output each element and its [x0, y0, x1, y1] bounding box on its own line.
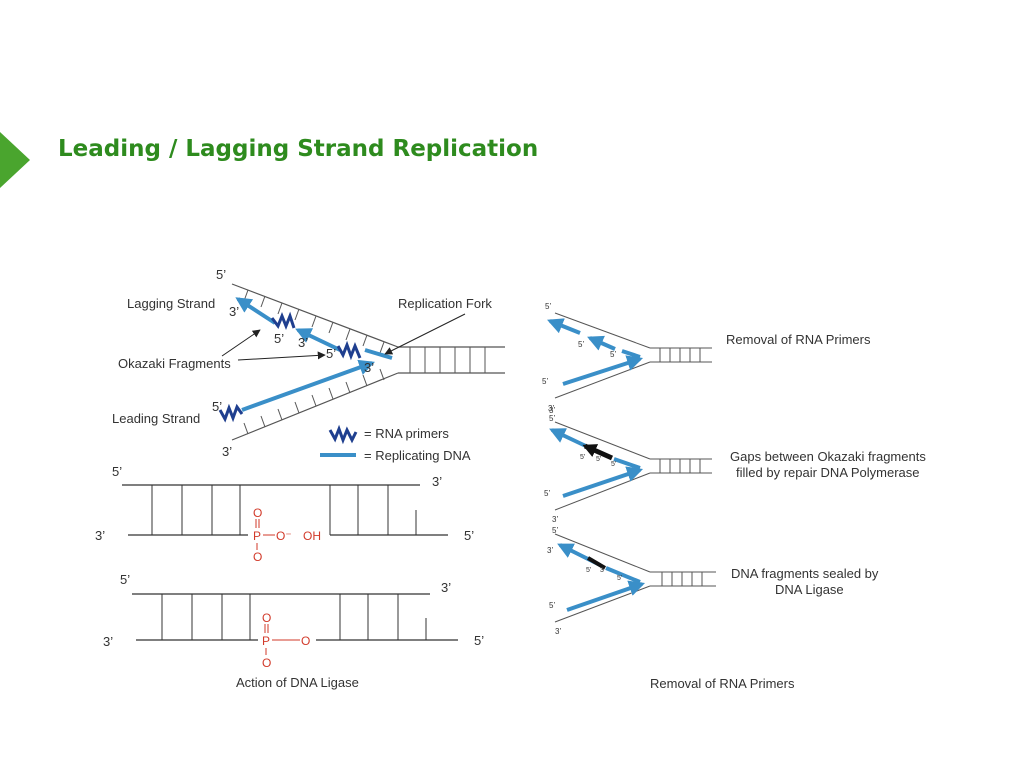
okazaki-pointer-2 [237, 351, 326, 361]
upper-strand-ticks [243, 289, 385, 354]
okazaki-pointer-1 [221, 329, 261, 357]
legend-rna-primer-symbol [328, 424, 358, 445]
step3-3-b: 3 [600, 567, 604, 574]
step2-3: 3’ [549, 406, 555, 415]
step1-5-a: 5’ [545, 302, 551, 311]
chem-oh: OH [303, 529, 321, 543]
ligase-lower-rungs [161, 594, 427, 640]
fork-label-5-b: 5’ [326, 346, 336, 361]
ligase-bottom-5-label: 5’ [474, 633, 484, 648]
lower-parent-strand [231, 372, 399, 441]
replication-fork-pointer [384, 313, 466, 355]
step2-leading [562, 466, 644, 498]
step1-fragment-2 [587, 335, 616, 351]
step3-leading [566, 580, 646, 612]
slide-accent-triangle [0, 132, 30, 188]
okazaki-fragment-3 [364, 348, 393, 360]
step3-3-c: 3’ [555, 627, 561, 636]
fork-label-5-lead: 5’ [212, 399, 222, 414]
ligase-upper-rungs [151, 485, 417, 535]
step1-5-d: 5’ [542, 377, 548, 386]
step2-5-e: 5’ [544, 489, 550, 498]
fork-label-3-c: 3’ [364, 360, 374, 375]
fork-label-3-b: 3’ [298, 335, 308, 350]
step3-5-a: 5’ [552, 526, 558, 535]
step2-label-line1: Gaps between Okazaki fragments [730, 449, 926, 464]
duplex-base-pairs [409, 347, 486, 373]
step3-label-line1: DNA fragments sealed by [731, 566, 879, 581]
step3-ligated-segment [586, 556, 607, 570]
step1-fragment-3 [621, 349, 641, 359]
step3-5-d: 5’ [549, 601, 555, 610]
okazaki-fragments-label: Okazaki Fragments [118, 356, 231, 371]
chem-p-before: P [253, 529, 261, 543]
step1-5-c: 5’ [610, 350, 616, 359]
ligase-diagram: 5’ 3’ 3’ 5’ O P O⁻ OH O 5’ 3’ 3’ 5’ [95, 464, 484, 690]
legend-rna-primers-label: = RNA primers [364, 426, 449, 441]
step1-label: Removal of RNA Primers [726, 332, 871, 347]
chem-o-minus: O⁻ [276, 529, 292, 543]
chem-o-bridge: O [301, 634, 310, 648]
ligase-lower-3-label: 3’ [441, 580, 451, 595]
step2-repair-fill [582, 443, 614, 461]
upper-parent-strand [231, 283, 399, 348]
phosphodiester-bond: O P O O [262, 611, 310, 670]
step2-5-c: 5’ [596, 456, 602, 463]
step2-fragment-3 [613, 457, 641, 470]
page-title: Leading / Lagging Strand Replication [58, 136, 538, 162]
step3-5-c: 5’ [617, 575, 623, 582]
steps-diagram: 5’ 5’ 5’ 5’ 3’ Removal of RNA Primers 3’… [542, 302, 926, 691]
chem-o-top-after: O [262, 611, 271, 625]
okazaki-fragment-1 [235, 297, 277, 325]
chem-p-after: P [262, 634, 270, 648]
ligase-upper-5-label: 5’ [112, 464, 122, 479]
okazaki-fragment-2 [295, 328, 341, 352]
step3-5-b: 5’ [586, 567, 592, 574]
ligase-lower-5-label: 5’ [120, 572, 130, 587]
step2-5-d: 5’ [611, 461, 617, 468]
step1-5-b: 5’ [578, 340, 584, 349]
step2-fork: 3’ 5’ 5’ 5’ 5’ 5’ Gaps between Okazaki f… [544, 406, 926, 511]
step3-3-left: 3’ [547, 546, 553, 555]
chem-o-top: O [253, 506, 262, 520]
step1-3: 3’ [548, 404, 554, 413]
chem-o-bottom: O [253, 550, 262, 564]
step2-5-b: 5’ [580, 454, 586, 461]
step2-label-line2: filled by repair DNA Polymerase [736, 465, 920, 480]
leading-strand-label: Leading Strand [112, 411, 200, 426]
phosphate-group-before: O P O⁻ OH O [253, 506, 321, 564]
step2-5-a: 5’ [549, 414, 555, 423]
replication-fork-label: Replication Fork [398, 296, 492, 311]
step1-fork: 5’ 5’ 5’ 5’ 3’ Removal of RNA Primers [542, 302, 871, 413]
rna-primer-lagging-1 [270, 311, 296, 331]
ligase-upper-3-label: 3’ [432, 474, 442, 489]
fork-label-5-a: 5’ [274, 331, 284, 346]
lagging-strand-label: Lagging Strand [127, 296, 215, 311]
step3-label-line2: DNA Ligase [775, 582, 844, 597]
step3-3-a: 3’ [552, 515, 558, 524]
fork-label-3-bottom: 3’ [222, 444, 232, 459]
rna-primer-lagging-2 [336, 340, 362, 361]
step1-fragment-1 [547, 318, 581, 335]
fork-label-5-top: 5’ [216, 267, 226, 282]
lower-strand-ticks [243, 368, 385, 435]
fork-diagram: 5’ 3’ 5’ 3’ 5’ 3’ 5’ 3’ Lagging Strand O… [112, 267, 505, 463]
chem-o-bottom-after: O [262, 656, 271, 670]
legend-replicating-dna-label: = Replicating DNA [364, 448, 471, 463]
rna-primer-leading [218, 403, 244, 423]
steps-caption: Removal of RNA Primers [650, 676, 795, 691]
fork-label-3-a: 3’ [229, 304, 239, 319]
leading-strand-dna [241, 359, 376, 412]
step3-fork: 3’ 5’ 5’ 3 5’ 5’ 3’ 3’ DNA fragments sea… [547, 515, 879, 636]
step1-leading [562, 355, 644, 386]
ligase-mid-5-label: 5’ [464, 528, 474, 543]
ligase-bottom-3-label: 3’ [103, 634, 113, 649]
ligase-mid-3-label: 3’ [95, 528, 105, 543]
step2-fragment-1 [549, 428, 591, 450]
ligase-caption: Action of DNA Ligase [236, 675, 359, 690]
step3-fragment-end [605, 566, 641, 584]
